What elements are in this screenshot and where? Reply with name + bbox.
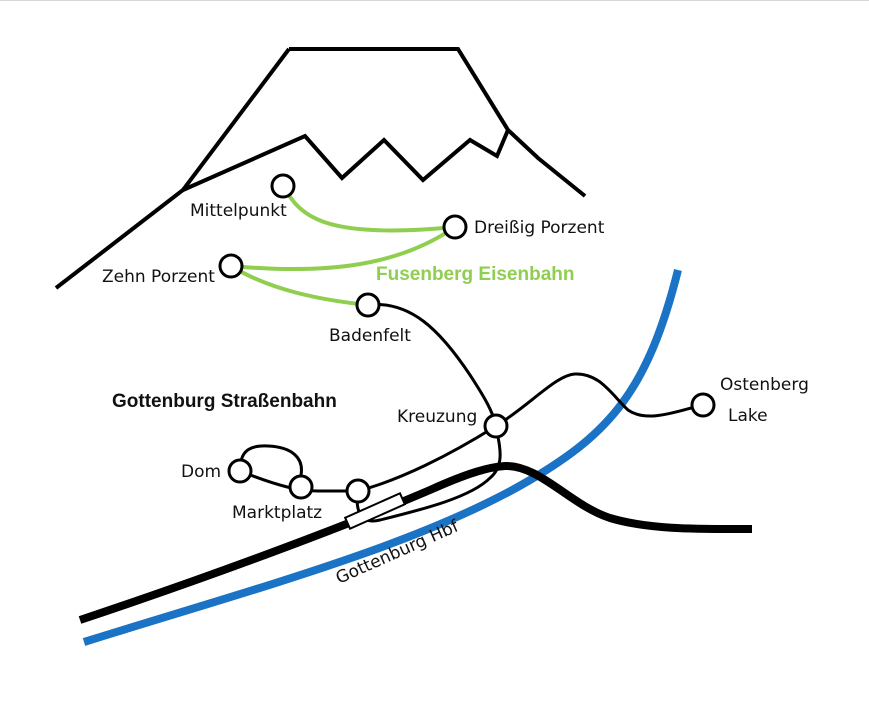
- mountain-outline: [289, 47, 587, 198]
- mountain-left-slope: [54, 47, 291, 290]
- tram-line-dom-loop: [238, 444, 303, 488]
- mountain-railway-mittelpunkt: [281, 184, 456, 233]
- label-kreuzung: Kreuzung: [397, 407, 477, 427]
- tram-line-badenfelt: [367, 302, 498, 427]
- station-dreissig-marker[interactable]: [442, 214, 468, 240]
- station-badenfelt-marker[interactable]: [355, 292, 381, 318]
- mountain-railway-zehn-badenfelt: [229, 264, 369, 307]
- station-kreuzung-marker[interactable]: [483, 413, 509, 439]
- label-dreissig: Dreißig Porzent: [474, 218, 605, 238]
- label-lake: Lake: [728, 406, 768, 426]
- station-ostenberg-marker[interactable]: [690, 392, 716, 418]
- label-marktplatz: Marktplatz: [232, 503, 322, 523]
- station-marktplatz-marker[interactable]: [288, 474, 314, 500]
- label-dom: Dom: [181, 462, 221, 482]
- tram-network-title: Gottenburg Straßenbahn: [112, 391, 337, 412]
- top-border: [0, 0, 869, 1]
- station-dom-marker[interactable]: [227, 458, 253, 484]
- station-zehn-marker[interactable]: [218, 253, 244, 279]
- mountain-railway-title: Fusenberg Eisenbahn: [376, 264, 574, 285]
- river: [82, 269, 682, 646]
- station-mittelpunkt-marker[interactable]: [270, 173, 296, 199]
- label-mittelpunkt: Mittelpunkt: [190, 201, 287, 221]
- mountain-railway-zehn-dreissig: [230, 225, 457, 272]
- label-ostenberg: Ostenberg: [720, 375, 809, 395]
- hbf-station-building: [343, 491, 407, 531]
- station-hbf-tram-marker[interactable]: [345, 478, 371, 504]
- mountain-snowline: [182, 129, 510, 192]
- label-zehn: Zehn Porzent: [102, 267, 215, 287]
- label-badenfelt: Badenfelt: [329, 326, 411, 346]
- tram-line-ostenberg: [495, 372, 704, 428]
